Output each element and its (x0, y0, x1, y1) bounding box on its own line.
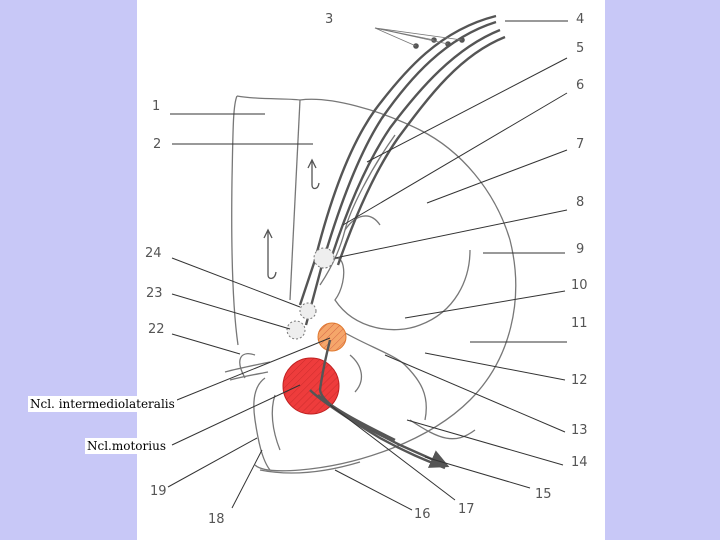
label-7: 7 (576, 137, 584, 152)
callout-intermediolateralis: Ncl. intermediolateralis (28, 396, 177, 412)
label-23: 23 (146, 286, 163, 301)
label-12: 12 (571, 373, 588, 388)
label-16: 16 (414, 507, 431, 522)
label-11: 11 (571, 316, 588, 331)
label-8: 8 (576, 195, 584, 210)
label-10: 10 (571, 278, 588, 293)
label-5: 5 (576, 41, 584, 56)
label-17: 17 (458, 502, 475, 517)
label-6: 6 (576, 78, 584, 93)
ventral-root-fibres (309, 339, 450, 470)
callout-motorius: Ncl.motorius (85, 438, 168, 454)
label-2: 2 (153, 137, 161, 152)
nucleus-intermediolateralis-hatch (318, 323, 346, 351)
cord-outline (224, 95, 517, 474)
rootlet-lines (374, 27, 463, 47)
label-18: 18 (208, 512, 225, 527)
diagram-panel (137, 0, 605, 540)
leader-lines (167, 20, 568, 511)
label-4: 4 (576, 12, 584, 27)
stippled-nuclei (286, 247, 335, 340)
label-1: 1 (152, 99, 160, 114)
label-24: 24 (145, 246, 162, 261)
dorsal-root-fibres (298, 14, 506, 326)
label-14: 14 (571, 455, 588, 470)
column-arrows (263, 158, 320, 280)
label-3: 3 (325, 12, 333, 27)
label-19: 19 (150, 484, 167, 499)
label-13: 13 (571, 423, 588, 438)
label-22: 22 (148, 322, 165, 337)
label-9: 9 (576, 242, 584, 257)
label-15: 15 (535, 487, 552, 502)
